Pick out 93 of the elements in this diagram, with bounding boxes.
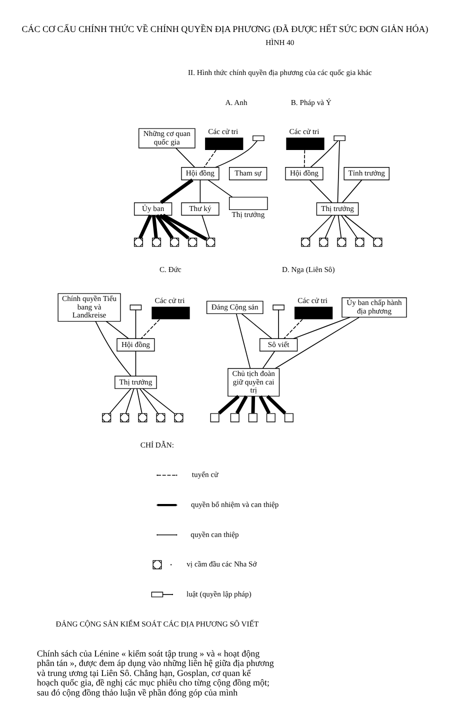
node-box: Hội đồng: [181, 167, 220, 180]
connector: [200, 180, 201, 203]
connector: [236, 314, 251, 369]
connector: [138, 214, 152, 239]
node-box: Ủy ban: [134, 202, 172, 216]
label: Chính sách của Lénine « kiểm soát tập trung » và « hoạt động phân tán », được đem áp dụng vào những liên hệ giữa địa phương và trung ương tại Liên Sô. Chẳng hạn, Gosplan, cơ quan kế hoạch quốc gia, đề nghị các mục phiêu cho từng cộng đồng một; sau đó cộng đồng thảo luận về phần đóng góp của mình: [36, 648, 274, 698]
label: C. Đức: [159, 264, 182, 274]
node-box: [228, 196, 268, 210]
connector: [293, 316, 351, 340]
connector: [266, 395, 286, 415]
node-bracket: [252, 136, 264, 142]
node-bracket: [272, 304, 284, 310]
node-box: Chính quyền Tiểu bang và Landkreise: [58, 293, 121, 322]
diagram-title: CÁC CƠ CẤU CHÍNH THỨC VỀ CHÍNH QUYỀN ĐỊA PHƯƠNG (ĐÃ ĐƯỢC HẾT SỨC ĐƠN GIẢN HÓA): [22, 24, 428, 34]
node-label: Các cử tri: [289, 126, 320, 136]
connector: [202, 214, 210, 238]
connector: [208, 180, 233, 198]
label: HÌNH 40: [266, 38, 294, 48]
node-box: Thị trưởng: [316, 202, 359, 216]
node-box: [286, 138, 324, 150]
connector: [158, 214, 190, 240]
node-box: [266, 413, 276, 422]
node-box: Những cơ quan quốc gia: [138, 128, 196, 148]
legend-label: tuyển cử: [192, 470, 218, 480]
connector: [135, 350, 136, 376]
connector: [342, 180, 362, 203]
connector: [204, 150, 216, 168]
connector: [308, 214, 332, 238]
connector: [309, 180, 332, 203]
label: CHỈ DẪN:: [140, 440, 174, 450]
connector: [95, 321, 132, 376]
node-box: Chủ tịch đoàn giữ quyền cai trị: [228, 368, 280, 397]
connector: [258, 395, 271, 414]
connector: [162, 214, 208, 241]
connector: [218, 394, 240, 415]
connector: [340, 214, 358, 238]
node-box: Hội đồng: [116, 338, 155, 352]
connector: [278, 309, 279, 339]
legend-label: vị cầm đầu các Nha Sở: [186, 560, 257, 569]
node-box: Đảng Cộng sản: [206, 300, 264, 314]
node-box: [205, 138, 244, 150]
label: II. Hình thức chính quyền địa phương của các quốc gia khác: [188, 68, 372, 78]
node-box: Tỉnh trưởng: [344, 167, 390, 180]
connector: [284, 318, 303, 339]
connector: [125, 388, 134, 414]
node-box: [284, 413, 294, 422]
node-label: Các cử tri: [298, 296, 328, 306]
node-bracket: [334, 136, 346, 142]
legend-label: luật (quyền lập pháp): [186, 589, 252, 598]
node-box: Ủy ban chấp hành địa phương: [342, 297, 407, 318]
node-box: [152, 306, 190, 320]
label: B. Pháp và Ý: [290, 98, 332, 107]
label: D. Nga (Liên Sô): [282, 264, 335, 274]
label: ĐẢNG CỘNG SẢN KIỂM SOÁT CÁC ĐỊA PHƯƠNG SÔ VIẾT: [56, 619, 259, 628]
connector: [142, 388, 175, 414]
node-box: [248, 413, 258, 422]
connector: [139, 388, 158, 414]
connector: [136, 388, 142, 414]
connector: [235, 395, 248, 414]
node-box: Hội đồng: [285, 167, 324, 180]
connector: [106, 320, 129, 340]
node-bracket: [130, 304, 142, 310]
connector: [135, 309, 136, 339]
node-box: Thị trưởng: [114, 376, 157, 389]
node-box: [294, 306, 333, 320]
connector: [344, 214, 374, 239]
legend-label: quyền bổ nhiệm và can thiệp: [191, 500, 279, 510]
connector: [109, 388, 132, 414]
node-label: Các cử tri: [154, 296, 185, 306]
connector: [140, 318, 160, 339]
connector: [337, 140, 340, 204]
connector: [338, 214, 342, 238]
node-box: [210, 413, 220, 422]
node-box: Sô viết: [260, 338, 298, 352]
connector: [274, 316, 360, 369]
connector: [251, 396, 256, 414]
connector: [324, 214, 336, 238]
connector: [241, 313, 272, 339]
node-label: Các cử tri: [208, 126, 238, 136]
label: A. Anh: [225, 98, 248, 107]
connector: [310, 140, 338, 168]
connector: [304, 150, 306, 168]
connector: [262, 350, 276, 369]
legend-label: quyền can thiệp: [190, 530, 239, 539]
node-label: Thị trưởng: [232, 210, 265, 220]
connector: [175, 148, 196, 168]
connector: [215, 140, 258, 168]
node-box: Thư ký: [181, 202, 220, 216]
connector: [155, 214, 174, 240]
node-box: [230, 413, 240, 422]
node-box: Tham sự: [228, 167, 268, 180]
connector: [160, 178, 194, 204]
connector: [152, 215, 158, 238]
